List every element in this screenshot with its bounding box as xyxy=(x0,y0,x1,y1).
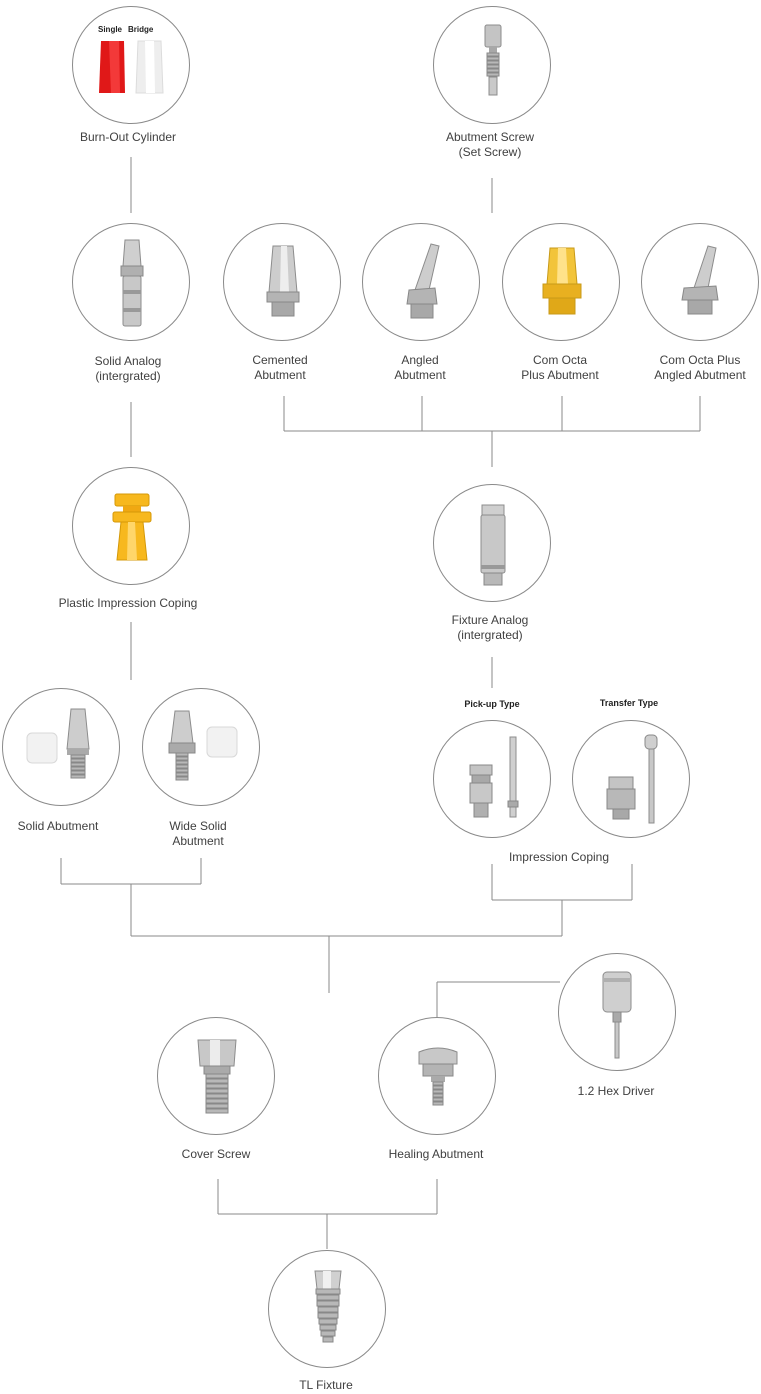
angled-line2: Abutment xyxy=(394,368,446,382)
abutment-screw-icon xyxy=(484,24,502,96)
fixture-analog-line1: Fixture Analog xyxy=(451,613,529,627)
tl-fixture-node[interactable] xyxy=(268,1250,386,1368)
solid-abutment-label: Solid Abutment xyxy=(17,819,99,833)
wide-solid-line1: Wide Solid xyxy=(169,819,227,833)
plastic-impression-coping-label: Plastic Impression Coping xyxy=(58,596,198,610)
pick-up-coping-node[interactable] xyxy=(433,720,551,838)
solid-abutment-icon xyxy=(26,708,90,779)
com-octa-plus-angled-label: Com Octa Plus Angled Abutment xyxy=(610,353,761,383)
angled-line1: Angled xyxy=(401,353,439,367)
wide-solid-abutment-node[interactable] xyxy=(142,688,260,806)
wide-solid-abutment-label: Wide Solid Abutment xyxy=(108,819,288,849)
burn-out-cylinder-icon xyxy=(99,40,164,94)
cemented-line1: Cemented xyxy=(252,353,308,367)
tl-fixture-label: TL Fixture xyxy=(299,1378,353,1392)
healing-abutment-node[interactable] xyxy=(378,1017,496,1135)
transfer-coping-node[interactable] xyxy=(572,720,690,838)
burn-out-cylinder-label: Burn-Out Cylinder xyxy=(79,130,177,144)
cemented-line2: Abutment xyxy=(254,368,306,382)
transfer-type-label: Transfer Type xyxy=(599,698,659,708)
healing-abutment-icon xyxy=(418,1047,458,1106)
comocta-angled-line1: Com Octa Plus xyxy=(659,353,741,367)
solid-analog-icon xyxy=(120,239,144,327)
plastic-impression-coping-node[interactable] xyxy=(72,467,190,585)
angled-abutment-node[interactable] xyxy=(362,223,480,341)
pick-up-type-label: Pick-up Type xyxy=(464,699,520,709)
fixture-analog-icon xyxy=(480,504,506,586)
com-octa-plus-abutment-icon xyxy=(542,247,582,315)
solid-analog-node[interactable] xyxy=(72,223,190,341)
tl-fixture-icon xyxy=(314,1270,342,1343)
abutment-screw-node[interactable] xyxy=(433,6,551,124)
cemented-abutment-label: Cemented Abutment xyxy=(190,353,370,383)
comocta-line1: Com Octa xyxy=(532,353,587,367)
hex-driver-label: 1.2 Hex Driver xyxy=(577,1084,655,1098)
fixture-analog-node[interactable] xyxy=(433,484,551,602)
single-label: Single xyxy=(98,25,123,34)
com-octa-plus-abutment-label: Com Octa Plus Abutment xyxy=(470,353,650,383)
fixture-analog-line2: (intergrated) xyxy=(457,628,523,642)
abutment-screw-line2: (Set Screw) xyxy=(458,145,522,159)
abutment-screw-label: Abutment Screw (Set Screw) xyxy=(400,130,580,160)
healing-abutment-label: Healing Abutment xyxy=(388,1147,484,1161)
impression-coping-label: Impression Coping xyxy=(508,850,610,864)
angled-abutment-icon xyxy=(406,243,440,319)
cemented-abutment-icon xyxy=(266,245,300,317)
fixture-analog-label: Fixture Analog (intergrated) xyxy=(400,613,580,643)
wide-solid-abutment-icon xyxy=(168,710,238,781)
abutment-screw-line1: Abutment Screw xyxy=(445,130,535,144)
cover-screw-label: Cover Screw xyxy=(181,1147,251,1161)
cover-screw-node[interactable] xyxy=(157,1017,275,1135)
comocta-angled-line2: Angled Abutment xyxy=(654,368,746,382)
hex-driver-icon xyxy=(602,971,632,1059)
wide-solid-line2: Abutment xyxy=(172,834,224,848)
pick-up-coping-icon xyxy=(469,736,519,818)
hex-driver-node[interactable] xyxy=(558,953,676,1071)
solid-analog-label: Solid Analog (intergrated) xyxy=(38,354,218,384)
cover-screw-icon xyxy=(197,1039,237,1114)
com-octa-plus-angled-node[interactable] xyxy=(641,223,759,341)
comocta-line2: Plus Abutment xyxy=(521,368,599,382)
solid-abutment-node[interactable] xyxy=(2,688,120,806)
plastic-impression-coping-icon xyxy=(112,493,152,561)
angled-abutment-label: Angled Abutment xyxy=(330,353,510,383)
transfer-coping-icon xyxy=(606,734,658,824)
solid-analog-line1: Solid Analog xyxy=(94,354,162,368)
com-octa-plus-angled-icon xyxy=(681,245,719,315)
solid-analog-line2: (intergrated) xyxy=(95,369,161,383)
com-octa-plus-abutment-node[interactable] xyxy=(502,223,620,341)
cemented-abutment-node[interactable] xyxy=(223,223,341,341)
burn-out-cylinder-node[interactable]: Single Bridge xyxy=(72,6,190,124)
bridge-label: Bridge xyxy=(128,25,154,34)
